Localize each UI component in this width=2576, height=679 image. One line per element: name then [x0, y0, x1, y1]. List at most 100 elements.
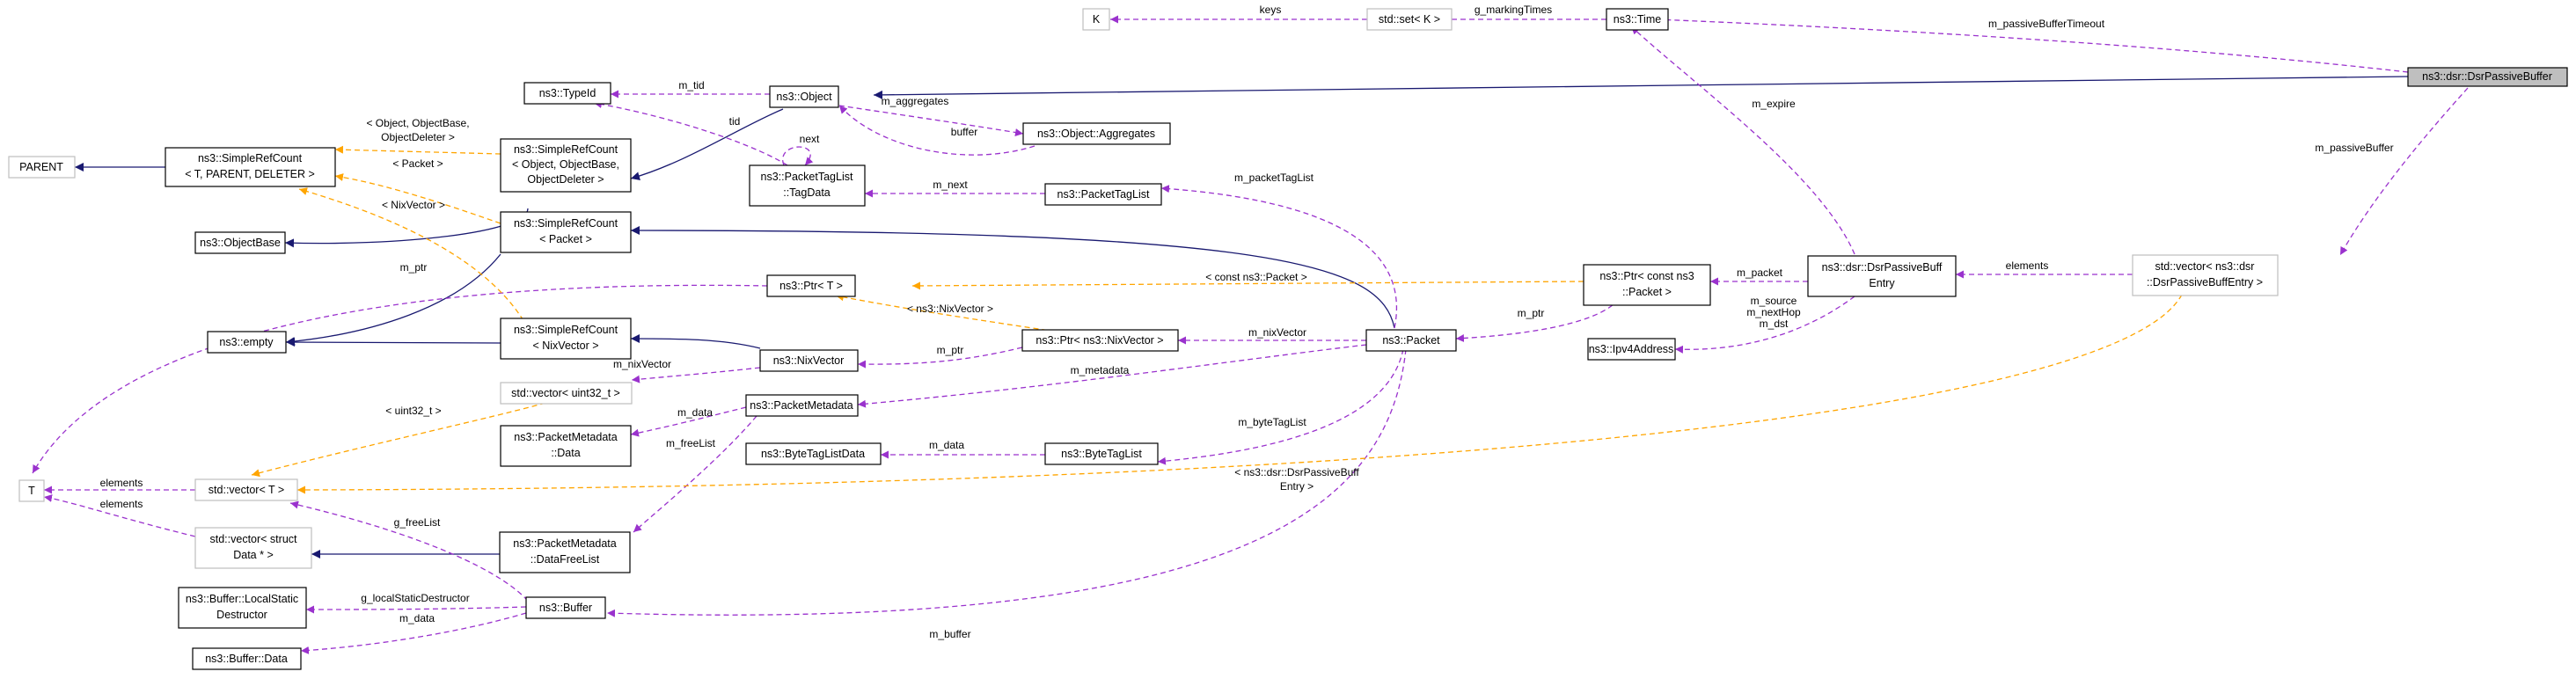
node-k[interactable]: K	[1082, 8, 1110, 31]
node-vector-t[interactable]: std::vector< T >	[194, 478, 298, 501]
label-buffer: buffer	[951, 126, 977, 138]
node-vector-uint32[interactable]: std::vector< uint32_t >	[500, 382, 633, 405]
svg-text:ns3::PacketMetadata: ns3::PacketMetadata	[514, 431, 617, 443]
label-m-data-meta: m_data	[677, 406, 713, 419]
edge-use-m-data-buffer	[300, 612, 527, 654]
label-m-buffer: m_buffer	[929, 628, 970, 640]
node-objectbase[interactable]: ns3::ObjectBase	[194, 231, 286, 254]
label-m-freelist: m_freeList	[666, 437, 716, 449]
label-nixvector-tpl: < NixVector >	[382, 199, 445, 211]
label-next: next	[800, 133, 820, 145]
svg-text:std::vector< ns3::dsr: std::vector< ns3::dsr	[2155, 260, 2255, 273]
svg-text:::TagData: ::TagData	[783, 186, 831, 199]
edge-use-aggregates	[838, 105, 1024, 136]
svg-text:ns3::PacketTagList: ns3::PacketTagList	[761, 171, 853, 183]
svg-text:ns3::Object: ns3::Object	[776, 91, 832, 103]
edge-inherit-empty-nix	[285, 338, 501, 347]
label-m-nexthop: m_nextHop	[1746, 306, 1801, 318]
svg-text:ObjectDeleter >: ObjectDeleter >	[527, 173, 604, 186]
svg-text:ns3::Ptr< T >: ns3::Ptr< T >	[779, 280, 843, 292]
edge-use-packettaglist	[1160, 185, 1398, 329]
node-packetmetadata[interactable]: ns3::PacketMetadata	[745, 394, 859, 417]
node-ns3-object[interactable]: ns3::Object	[769, 85, 839, 108]
node-packetmetadata-data[interactable]: ns3::PacketMetadata ::Data	[500, 425, 632, 467]
label-m-data-buffer: m_data	[399, 612, 435, 624]
svg-text:ns3::ObjectBase: ns3::ObjectBase	[200, 237, 281, 249]
node-packettaglist-tagdata[interactable]: ns3::PacketTagList ::TagData	[749, 164, 866, 207]
nodes: ns3::dsr::DsrPassiveBuffer K std::set< K…	[8, 8, 2568, 670]
node-ptr-t[interactable]: ns3::Ptr< T >	[766, 274, 856, 297]
svg-text:ns3::SimpleRefCount: ns3::SimpleRefCount	[514, 217, 618, 230]
node-ns3-empty[interactable]: ns3::empty	[207, 331, 287, 354]
svg-text:std::set< K >: std::set< K >	[1379, 13, 1440, 26]
svg-text:Entry: Entry	[1869, 277, 1895, 289]
edge-tpl-packet	[334, 173, 501, 224]
node-simplerefcount-nixvector[interactable]: ns3::SimpleRefCount < NixVector >	[500, 318, 632, 360]
svg-text:Data * >: Data * >	[233, 549, 274, 561]
svg-text:ns3::PacketTagList: ns3::PacketTagList	[1057, 188, 1150, 201]
edge-use-passivebuffertimeout	[1655, 15, 2409, 73]
svg-text:ns3::Ptr< ns3::NixVector >: ns3::Ptr< ns3::NixVector >	[1036, 334, 1163, 347]
label-g-markingtimes: g_markingTimes	[1475, 4, 1552, 16]
edge-use-m-buffer	[606, 348, 1407, 617]
node-ns3-packet[interactable]: ns3::Packet	[1365, 329, 1457, 352]
label-object-tpl-1: < Object, ObjectBase,	[366, 117, 469, 129]
label-m-dst: m_dst	[1760, 318, 1789, 330]
svg-text:ns3::Ipv4Address: ns3::Ipv4Address	[1589, 343, 1674, 355]
node-object-aggregates[interactable]: ns3::Object::Aggregates	[1022, 122, 1171, 145]
node-ns3-time[interactable]: ns3::Time	[1606, 8, 1669, 31]
svg-text:std::vector< T >: std::vector< T >	[209, 484, 284, 496]
node-vector-struct-data[interactable]: std::vector< struct Data * >	[194, 527, 312, 569]
svg-text:ns3::empty: ns3::empty	[219, 336, 274, 348]
node-ipv4address[interactable]: ns3::Ipv4Address	[1587, 338, 1676, 361]
edge-use-data-meta	[630, 406, 747, 437]
node-vector-passive-buff-entry[interactable]: std::vector< ns3::dsr ::DsrPassiveBuffEn…	[2132, 254, 2279, 296]
edge-inherit-nixvector-simplerefcount	[630, 334, 761, 349]
svg-text:ns3::PacketMetadata: ns3::PacketMetadata	[750, 399, 853, 412]
node-simplerefcount-generic[interactable]: ns3::SimpleRefCount < T, PARENT, DELETER…	[165, 147, 336, 187]
node-t[interactable]: T	[18, 479, 45, 502]
node-packetmetadata-datafreelist[interactable]: ns3::PacketMetadata ::DataFreeList	[499, 531, 631, 573]
svg-text:::Data: ::Data	[551, 447, 580, 459]
svg-text:ns3::ByteTagListData: ns3::ByteTagListData	[761, 448, 865, 460]
edge-use-nixvector-vec	[631, 367, 761, 383]
label-g-freelist: g_freeList	[394, 516, 441, 529]
label-entry-tpl-1: < ns3::dsr::DsrPassiveBuff	[1234, 466, 1359, 478]
node-buffer-data[interactable]: ns3::Buffer::Data	[192, 647, 302, 670]
edge-use-metadata	[857, 344, 1367, 408]
node-ptr-nixvector[interactable]: ns3::Ptr< ns3::NixVector >	[1021, 329, 1179, 352]
node-bytetaglist[interactable]: ns3::ByteTagList	[1044, 442, 1159, 465]
node-ns3-typeid[interactable]: ns3::TypeId	[523, 82, 611, 105]
svg-text:ns3::Buffer::LocalStatic: ns3::Buffer::LocalStatic	[186, 593, 298, 605]
svg-text:ns3::SimpleRefCount: ns3::SimpleRefCount	[198, 152, 303, 164]
node-parent[interactable]: PARENT	[8, 156, 76, 179]
node-dsr-passive-buffer[interactable]: ns3::dsr::DsrPassiveBuffer	[2407, 67, 2568, 87]
svg-text:< Object, ObjectBase,: < Object, ObjectBase,	[512, 158, 619, 171]
node-dsr-passive-buff-entry[interactable]: ns3::dsr::DsrPassiveBuff Entry	[1807, 255, 1957, 297]
label-elements-entry: elements	[2006, 259, 2049, 272]
label-m-tid: m_tid	[678, 79, 704, 91]
edge-inherit-objectbase	[284, 208, 529, 248]
edge-use-bytetaglist	[1157, 348, 1404, 465]
node-buffer-localstatic[interactable]: ns3::Buffer::LocalStatic Destructor	[178, 587, 307, 629]
edge-use-buffer	[838, 105, 1036, 156]
node-bytetaglistdata[interactable]: ns3::ByteTagListData	[745, 442, 882, 465]
svg-text:ns3::SimpleRefCount: ns3::SimpleRefCount	[514, 143, 618, 156]
node-ns3-buffer[interactable]: ns3::Buffer	[525, 596, 606, 619]
node-std-set-k[interactable]: std::set< K >	[1366, 8, 1453, 31]
node-ns3-nixvector[interactable]: ns3::NixVector	[759, 349, 859, 372]
svg-text:< NixVector >: < NixVector >	[532, 340, 598, 352]
node-ptr-const-packet[interactable]: ns3::Ptr< const ns3 ::Packet >	[1583, 264, 1711, 306]
svg-text:T: T	[28, 485, 35, 497]
svg-text:ns3::dsr::DsrPassiveBuffer: ns3::dsr::DsrPassiveBuffer	[2422, 70, 2552, 83]
label-m-source: m_source	[1751, 295, 1797, 307]
svg-text:ns3::TypeId: ns3::TypeId	[539, 87, 596, 99]
node-simplerefcount-object[interactable]: ns3::SimpleRefCount < Object, ObjectBase…	[500, 138, 632, 193]
label-m-expire: m_expire	[1752, 98, 1796, 110]
edges	[32, 15, 2469, 654]
label-m-bytetaglist: m_byteTagList	[1238, 416, 1306, 428]
svg-text:ns3::Packet: ns3::Packet	[1382, 334, 1440, 347]
node-simplerefcount-packet[interactable]: ns3::SimpleRefCount < Packet >	[500, 211, 632, 253]
node-packettaglist[interactable]: ns3::PacketTagList	[1044, 183, 1162, 206]
